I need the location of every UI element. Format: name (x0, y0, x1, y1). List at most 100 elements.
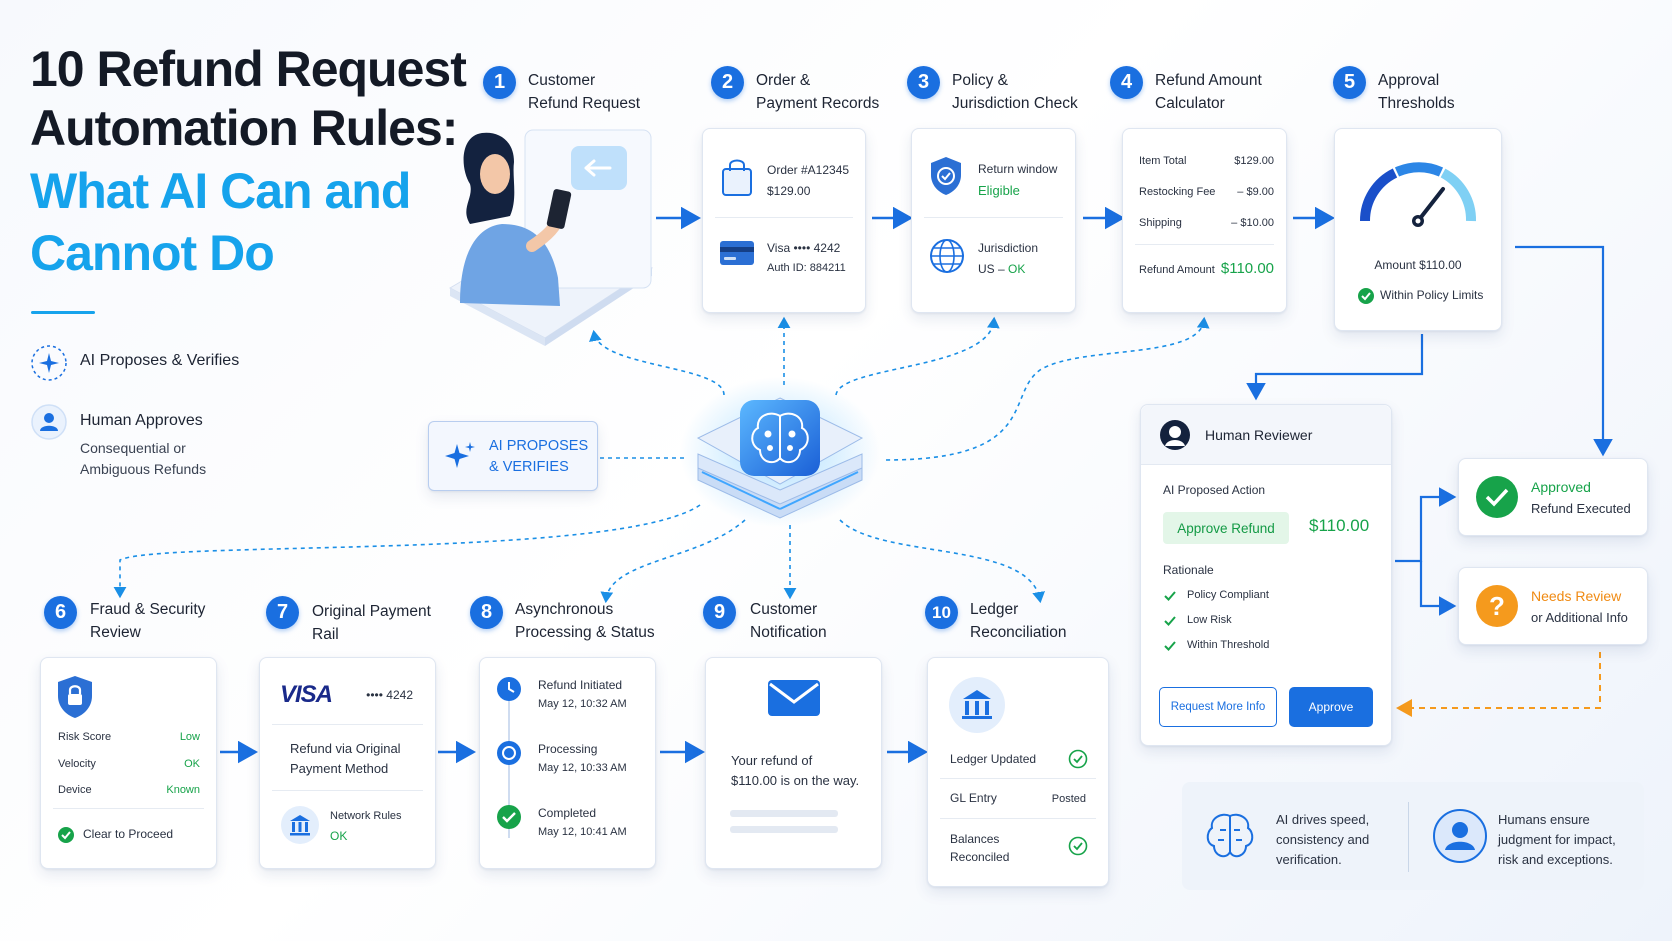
legend-human-sub-2: Ambiguous Refunds (80, 461, 207, 477)
step-9-title-1: Customer (750, 601, 818, 618)
svg-text:?: ? (1489, 591, 1505, 621)
step-3-badge: 3 (907, 66, 940, 99)
notification-msg-2: $110.00 is on the way. (731, 773, 860, 788)
step-1-badge: 1 (483, 66, 516, 99)
legend-human-icon (30, 403, 68, 446)
step-6-title-2: Review (90, 624, 141, 641)
step-9-badge: 9 (703, 596, 736, 629)
ledger-updated-label: Ledger Updated (950, 752, 1037, 766)
status-2-time: May 12, 10:33 AM (538, 762, 627, 774)
legend-human-sub: Consequential or Ambiguous Refunds (80, 438, 206, 480)
refund-via-2: Payment Method (290, 761, 389, 776)
step-5-title-1: Approval (1378, 72, 1440, 89)
step-4-title: Refund Amount Calculator (1155, 69, 1262, 115)
ai-box-line-1: AI PROPOSES (489, 438, 589, 454)
balances-1: Balances (950, 832, 1000, 846)
envelope-icon (768, 680, 820, 716)
step-2-title-1: Order & (756, 72, 811, 89)
step-2-title: Order & Payment Records (756, 69, 879, 115)
step-8-title-1: Asynchronous (515, 601, 614, 618)
summary-ai-2: consistency and (1276, 832, 1370, 847)
step-7-title-1: Original Payment (312, 603, 431, 620)
request-more-info-button[interactable]: Request More Info (1159, 687, 1277, 727)
ai-box-line-2: & VERIFIES (489, 459, 569, 475)
rationale-item-1: Policy Compliant (1187, 589, 1269, 601)
status-2-label: Processing (538, 742, 598, 756)
ai-brain-hub (680, 372, 880, 532)
status-3-time: May 12, 10:41 AM (538, 826, 627, 838)
step-7-card: VISA •••• 4242 Refund via Original Payme… (259, 657, 436, 869)
gl-entry-status: Posted (1051, 793, 1086, 805)
jurisdiction-value: US – OK (978, 262, 1025, 276)
step-3-card: Return window Eligible Jurisdiction US –… (911, 128, 1076, 313)
step-7-title-2: Rail (312, 626, 339, 643)
summary-human-2: judgment for impact, (1498, 832, 1616, 847)
summary-human-text: Humans ensure judgment for impact, risk … (1498, 810, 1616, 870)
device-value: Known (166, 784, 200, 796)
balances-check-icon (1068, 836, 1088, 856)
legend-human-sub-1: Consequential or (80, 440, 186, 456)
calc-row-1-label: Item Total (1139, 155, 1187, 167)
order-amount: $129.00 (767, 184, 811, 198)
risk-score-value: Low (179, 731, 200, 743)
check-circle-icon (1358, 288, 1374, 304)
shield-check-icon (931, 157, 961, 195)
summary-human-1: Humans ensure (1498, 812, 1590, 827)
legend-ai-icon (30, 344, 68, 387)
bank-icon (281, 806, 319, 844)
return-window-label: Return window (978, 162, 1058, 176)
approve-button[interactable]: Approve (1289, 687, 1373, 727)
title-line-1: 10 Refund Request (30, 41, 467, 97)
human-icon (1433, 809, 1487, 863)
title-line-2: Automation Rules: (30, 100, 458, 156)
summary-ai-1: AI drives speed, (1276, 812, 1370, 827)
rationale-check-icon-1 (1164, 591, 1176, 601)
reviewer-amount: $110.00 (1309, 516, 1370, 535)
step-8-badge: 8 (470, 596, 503, 629)
title-line-3: What AI Can and (30, 163, 411, 219)
step-3-title-2: Jurisdiction Check (952, 95, 1078, 112)
step-6-card: Risk Score Low Velocity OK Device Known … (40, 657, 217, 869)
step-9-title: Customer Notification (750, 598, 827, 644)
step-4-title-2: Calculator (1155, 95, 1225, 112)
clear-to-proceed: Clear to Proceed (83, 827, 174, 841)
step-5-badge: 5 (1333, 66, 1366, 99)
rationale-label: Rationale (1163, 563, 1214, 577)
threshold-amount: Amount $110.00 (1374, 258, 1462, 272)
approved-title: Approved (1531, 479, 1591, 495)
shopping-bag-icon (722, 159, 752, 196)
step-10-card: Ledger Updated GL Entry Posted Balances … (927, 657, 1109, 887)
status-1-label: Refund Initiated (538, 678, 623, 692)
within-policy-label: Within Policy Limits (1380, 288, 1484, 302)
notification-msg-1: Your refund of (731, 753, 813, 768)
refund-via-text: Refund via Original Payment Method (290, 739, 401, 779)
refund-via-1: Refund via Original (290, 741, 401, 756)
step-10-title: Ledger Reconciliation (970, 598, 1067, 644)
step-4-card: Item Total $129.00 Restocking Fee – $9.0… (1122, 128, 1287, 313)
card-number: Visa •••• 4242 (767, 241, 841, 255)
status-3-label: Completed (538, 806, 597, 820)
needs-review-title: Needs Review (1531, 588, 1622, 604)
velocity-label: Velocity (58, 758, 96, 770)
completed-check-icon (497, 805, 521, 829)
human-reviewer-panel: Human Reviewer AI Proposed Action Approv… (1140, 404, 1392, 746)
summary-ai-text: AI drives speed, consistency and verific… (1276, 810, 1369, 870)
rationale-check-icon-2 (1164, 616, 1176, 626)
step-5-title-2: Thresholds (1378, 95, 1455, 112)
refund-amount-label: Refund Amount (1139, 264, 1215, 276)
step-10-title-1: Ledger (970, 601, 1019, 618)
step-5-title: Approval Thresholds (1378, 69, 1455, 115)
sparkle-icon (445, 442, 475, 468)
notification-message: Your refund of $110.00 is on the way. (731, 751, 859, 791)
needs-review-sub: or Additional Info (1531, 610, 1628, 625)
approved-check-icon (1476, 476, 1518, 518)
rationale-check-icon-3 (1164, 641, 1176, 651)
eligible-status: Eligible (978, 183, 1020, 198)
jurisdiction-label: Jurisdiction (978, 241, 1039, 255)
lock-shield-icon (58, 676, 92, 718)
step-7-title: Original Payment Rail (312, 600, 431, 646)
balances-2: Reconciled (950, 850, 1010, 864)
customer-illustration (440, 128, 655, 353)
visa-card-digits: •••• 4242 (366, 688, 413, 702)
risk-score-label: Risk Score (58, 731, 112, 743)
